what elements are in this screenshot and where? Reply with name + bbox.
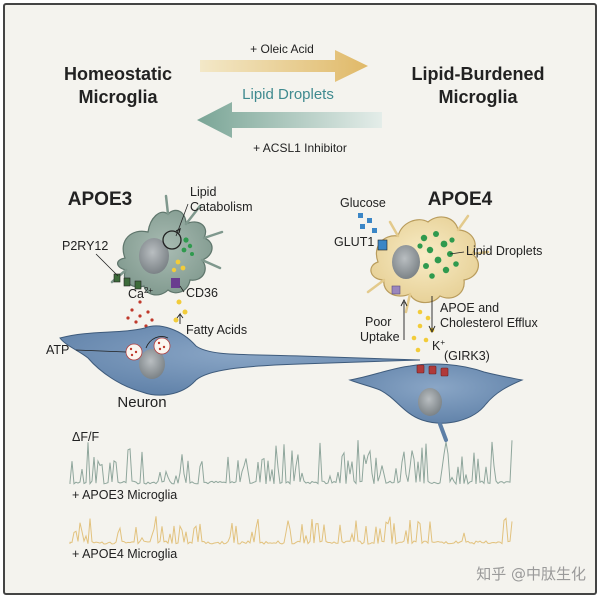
acsl1-inhibitor-label: + ACSL1 Inhibitor	[253, 141, 347, 155]
apoe4-microglia-processes	[366, 214, 490, 314]
reverse-arrow	[197, 102, 382, 138]
p2ry12-pointer	[95, 253, 119, 277]
fatty-acids-up-arrow	[176, 312, 184, 324]
glucose-label: Glucose	[340, 196, 386, 210]
glucose-dots	[358, 213, 377, 233]
apoe3-calcium-trace	[69, 440, 513, 486]
lipid-catabolism-label-line2: Catabolism	[190, 200, 253, 214]
poor-uptake-label-line1: Poor	[365, 315, 391, 329]
apoe4-title: APOE4	[428, 189, 493, 210]
apoe3-title: APOE3	[68, 189, 132, 210]
apoe4-microglia-nucleus	[392, 245, 420, 279]
cd36-label: CD36	[186, 286, 218, 300]
apoe3-microglia-processes	[110, 194, 224, 284]
apoe-efflux-label-line1: APOE and	[440, 301, 499, 315]
lipid-droplets-label: Lipid Droplets	[466, 244, 542, 258]
catabolism-cycle-icon	[162, 230, 182, 250]
lipid-burdened-label-line1: Lipid-Burdened	[412, 64, 545, 84]
cd36-receptor-icon	[171, 278, 180, 288]
glut1-label: GLUT1	[334, 235, 374, 249]
efflux-down-arrow	[428, 296, 436, 334]
figure-frame	[3, 3, 597, 595]
atp-pointer	[75, 349, 127, 353]
apoe4-calcium-trace	[69, 516, 513, 545]
girk3-label: (GIRK3)	[444, 349, 490, 363]
apoe3-fatty-acid-dots	[171, 259, 188, 323]
atp-release-arrow	[145, 336, 169, 349]
apoe-efflux-dots	[411, 309, 435, 353]
lipid-droplets-reverse-label: Lipid Droplets	[242, 86, 334, 103]
homeostatic-label-line1: Homeostatic	[64, 64, 172, 84]
apoe4-neuron-axon	[438, 422, 448, 442]
delta-f-over-f-label: ΔF/F	[72, 430, 99, 444]
potassium-label-base: K	[432, 339, 441, 353]
calcium-dots	[126, 300, 154, 328]
oleic-acid-label: + Oleic Acid	[250, 42, 314, 56]
lipid-droplets-pointer	[449, 251, 465, 255]
girk3-channel-icons	[416, 364, 449, 377]
apoe4-neuron-nucleus	[418, 388, 442, 416]
glut1-transporter-icon	[377, 239, 388, 251]
apoe3-neuron-nucleus	[139, 349, 165, 379]
atp-vesicles	[125, 337, 171, 361]
atp-label: ATP	[46, 343, 69, 357]
watermark-text: 知乎 @中肽生化	[476, 565, 586, 583]
p2ry12-label: P2RY12	[62, 239, 108, 253]
potassium-label-charge: +	[440, 338, 445, 347]
apoe4-panel: APOE4 Glucose GLUT1 Lipid Droplets	[334, 189, 542, 442]
poor-uptake-up-arrow	[400, 298, 408, 340]
potassium-label: K+	[432, 338, 445, 353]
lipid-catabolism-pointer	[175, 203, 189, 237]
fatty-acids-label: Fatty Acids	[186, 323, 247, 337]
homeostatic-label-line2: Microglia	[78, 87, 158, 107]
apoe4-cd36-receptor-icon	[391, 285, 401, 295]
neuron-label: Neuron	[117, 394, 166, 411]
cd36-pointer	[179, 285, 185, 293]
apoe4-lipid-droplets	[417, 231, 459, 279]
transition-section: Homeostatic Microglia Lipid-Burdened Mic…	[64, 42, 545, 155]
p2ry12-receptor-icons	[113, 273, 142, 290]
calcium-label-base: Ca	[128, 287, 144, 301]
traces-section: ΔF/F + APOE3 Microglia + APOE4 Microglia	[69, 430, 513, 561]
apoe4-trace-label: + APOE4 Microglia	[72, 547, 177, 561]
calcium-label-charge: 2+	[144, 286, 153, 295]
catabolism-arrowhead-icon	[175, 227, 181, 234]
calcium-label: Ca2+	[128, 286, 153, 301]
apoe3-trace-label: + APOE3 Microglia	[72, 488, 177, 502]
apoe-efflux-label-line2: Cholesterol Efflux	[440, 316, 538, 330]
forward-arrow	[200, 50, 368, 82]
apoe3-microglia-nucleus	[139, 238, 169, 274]
lipid-burdened-label-line2: Microglia	[438, 87, 518, 107]
apoe3-panel: APOE3	[46, 185, 421, 411]
apoe3-lipid-droplets	[181, 237, 194, 256]
poor-uptake-label-line2: Uptake	[360, 330, 400, 344]
lipid-catabolism-label-line1: Lipid	[190, 185, 216, 199]
